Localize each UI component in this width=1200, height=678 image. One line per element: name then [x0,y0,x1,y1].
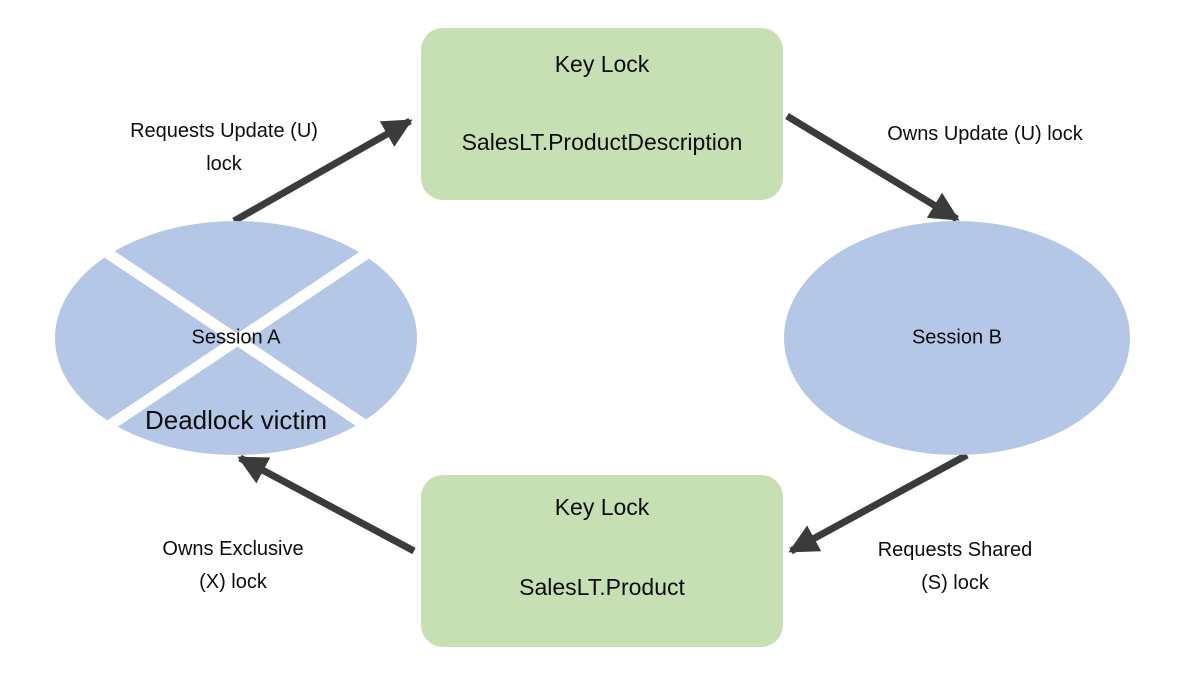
resource-top-rect[interactable] [421,28,783,200]
edge-label-requests-update: Requests Update (U) lock [130,120,318,175]
node-resource-bottom[interactable]: Key Lock SalesLT.Product [421,475,783,647]
resource-bottom-subtitle: SalesLT.Product [519,574,685,600]
edge-label-requests-update-line1: Requests Update (U) [130,120,318,142]
session-b-label: Session B [912,326,1002,348]
session-a-label: Session A [192,326,282,348]
arrow-requests-update-lock [232,117,413,225]
node-session-b[interactable]: Session B [784,221,1130,455]
edge-resource-bottom-to-session-a [237,454,416,555]
edge-label-owns-exclusive-line2: (X) lock [199,571,268,593]
deadlock-victim-cross-icon [96,243,379,437]
edge-label-owns-exclusive-line1: Owns Exclusive [162,538,303,560]
edge-label-requests-shared-line2: (S) lock [921,572,990,594]
resource-bottom-rect[interactable] [421,475,783,647]
edge-label-owns-update: Owns Update (U) lock [887,123,1084,145]
edge-label-requests-update-line2: lock [206,153,243,175]
resource-top-subtitle: SalesLT.ProductDescription [462,129,743,155]
arrow-owns-update-lock [785,113,960,222]
edge-session-b-to-resource-bottom [788,451,969,555]
node-resource-top[interactable]: Key Lock SalesLT.ProductDescription [421,28,783,200]
resource-top-title: Key Lock [555,51,650,77]
edge-resource-top-to-session-b [785,113,960,222]
edge-label-owns-exclusive: Owns Exclusive (X) lock [162,538,303,593]
edge-label-owns-update-line1: Owns Update (U) lock [887,123,1084,145]
edge-session-a-to-resource-top [232,117,413,225]
resource-bottom-title: Key Lock [555,494,650,520]
session-b-ellipse[interactable] [784,221,1130,455]
arrow-owns-exclusive-lock [237,454,416,555]
edge-label-requests-shared-line1: Requests Shared [878,539,1033,561]
session-a-victim-label: Deadlock victim [145,405,327,435]
node-session-a[interactable]: Session A Deadlock victim [55,221,417,455]
arrow-requests-shared-lock [788,451,969,555]
edge-label-requests-shared: Requests Shared (S) lock [878,539,1033,594]
